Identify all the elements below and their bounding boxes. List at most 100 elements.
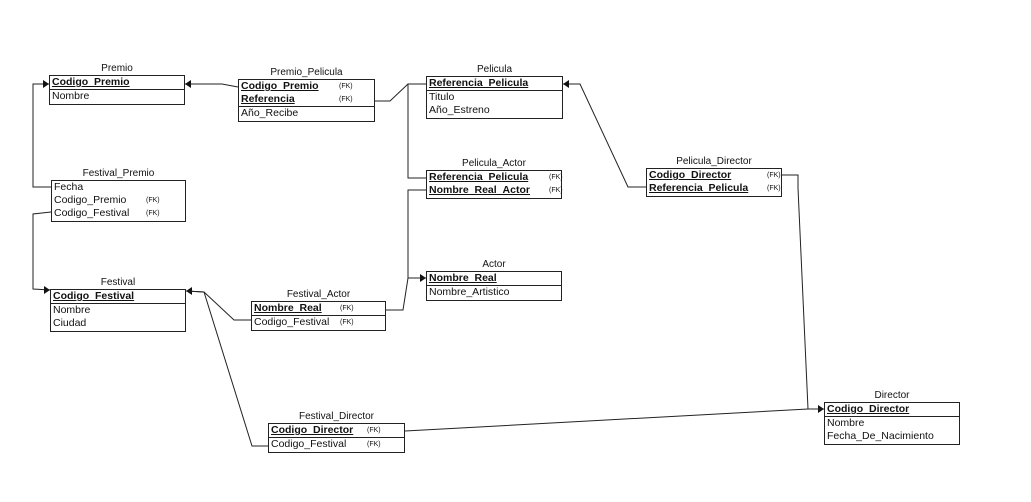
primary-key-attribute: Referencia_Pelicula(FK) bbox=[647, 182, 781, 195]
entity-title: Pelicula_Director bbox=[676, 156, 752, 167]
primary-key-attribute: Referencia_Pelicula bbox=[427, 77, 562, 91]
attribute-name: Nombre_Real_Actor bbox=[429, 184, 530, 196]
attribute-name: Nombre_Artistico bbox=[429, 286, 510, 298]
relationship-pelicula-actor-to-pelicula bbox=[407, 83, 426, 179]
attribute: Codigo_Festival(FK) bbox=[252, 316, 385, 329]
relationship-premio-pelicula-to-pelicula bbox=[375, 83, 426, 102]
entity-title: Premio_Pelicula bbox=[270, 67, 343, 78]
entity-title: Festival bbox=[100, 277, 136, 288]
relationship-line bbox=[563, 83, 646, 188]
primary-key-attribute: Nombre_Real (FK) bbox=[252, 302, 385, 316]
fk-marker: (FK) bbox=[367, 441, 381, 448]
entity-title: Director bbox=[874, 390, 910, 401]
relationship-line bbox=[375, 83, 426, 102]
entity-title: Premio bbox=[101, 63, 133, 74]
attribute-name: Nombre bbox=[827, 417, 865, 429]
primary-key-attribute: Codigo_Festival bbox=[51, 290, 185, 304]
fk-marker: (FK) bbox=[146, 210, 160, 217]
primary-key-attribute: Codigo_Director bbox=[825, 403, 959, 417]
entity-title: Festival_Director bbox=[298, 411, 375, 422]
attribute: Ciudad bbox=[51, 317, 185, 330]
attribute-name: Codigo_Director bbox=[649, 169, 732, 181]
attribute-name: Nombre bbox=[53, 304, 91, 316]
primary-key-attribute: Nombre_Real bbox=[427, 272, 561, 286]
entity-title: Festival_Actor bbox=[286, 289, 351, 300]
entity-title: Actor bbox=[482, 259, 506, 270]
attribute: Codigo_Festival (FK) bbox=[52, 207, 185, 220]
primary-key-attribute: Nombre_Real_Actor (FK) bbox=[427, 184, 563, 197]
relationship-line bbox=[185, 290, 251, 321]
relationship-festival-premio-to-festival bbox=[32, 211, 52, 294]
fk-marker: (FK) bbox=[549, 187, 563, 194]
entity-box: Codigo_Director (FK) Referencia_Pelicula(F… bbox=[646, 168, 782, 197]
attribute-name: Año_Estreno bbox=[429, 104, 490, 116]
arrowhead-icon bbox=[185, 80, 191, 88]
relationship-line bbox=[386, 277, 426, 311]
attribute-name: Codigo_Festival bbox=[53, 290, 135, 302]
relationship-pelicula-actor-to-actor bbox=[407, 189, 426, 279]
attribute: Fecha_De_Nacimiento bbox=[825, 430, 959, 443]
fk-marker: (FK) bbox=[339, 83, 353, 90]
relationship-festival-actor-to-actor bbox=[386, 274, 426, 311]
attribute-name: Codigo_Premio bbox=[241, 80, 319, 92]
relationship-line bbox=[32, 211, 52, 291]
relationship-line bbox=[185, 290, 268, 447]
entity-box: Referencia_Pelicula(FK)Nombre_Real_Actor… bbox=[426, 170, 563, 199]
attribute-name: Nombre bbox=[52, 90, 90, 102]
attribute: Nombre bbox=[50, 90, 184, 103]
relationship-line bbox=[782, 174, 824, 410]
relationship-line bbox=[407, 83, 426, 179]
attribute-name: Referencia_Pelicula bbox=[649, 182, 749, 194]
arrowhead-icon bbox=[43, 80, 49, 88]
attribute: Codigo_Festival(FK) bbox=[269, 438, 404, 451]
fk-marker: (FK) bbox=[340, 305, 354, 312]
attribute-name: Codigo_Festival bbox=[54, 207, 130, 219]
attribute-name: Codigo_Director bbox=[827, 403, 910, 415]
attribute-name: Fecha bbox=[54, 181, 84, 193]
attribute-name: Titulo bbox=[429, 91, 455, 103]
fk-marker: (FK) bbox=[767, 172, 781, 179]
entity-box: Codigo_Premio (FK) Referencia(FK)Año_Recib… bbox=[238, 79, 375, 122]
attribute: Fecha bbox=[52, 181, 185, 194]
relationship-premio-pelicula-to-premio bbox=[185, 80, 239, 88]
attribute-name: Codigo_Director bbox=[271, 424, 354, 436]
relationship-line bbox=[185, 83, 239, 88]
attribute-name: Fecha_De_Nacimiento bbox=[827, 430, 934, 442]
attribute: Nombre bbox=[825, 417, 959, 430]
fk-marker: (FK) bbox=[146, 197, 160, 204]
relationship-festival-premio-to-premio bbox=[32, 80, 51, 188]
primary-key-attribute: Codigo_Director (FK) bbox=[647, 169, 781, 182]
attribute: Año_Recibe bbox=[239, 107, 374, 120]
primary-key-attribute: Referencia(FK) bbox=[239, 93, 374, 107]
relationship-pelicula-director-to-director bbox=[782, 174, 824, 410]
attribute-name: Codigo_Premio bbox=[54, 194, 127, 206]
attribute-name: Referencia_Pelicula bbox=[429, 77, 529, 89]
attribute-name: Nombre_Real bbox=[254, 302, 322, 314]
entity-title: Pelicula bbox=[476, 64, 513, 75]
entity-box: Nombre_Real(FK)Codigo_Festival(FK) bbox=[251, 301, 386, 331]
attribute-name: Año_Recibe bbox=[241, 107, 299, 119]
attribute-name: Codigo_Premio bbox=[52, 76, 130, 88]
attribute: Nombre bbox=[51, 304, 185, 317]
entity-box: Codigo_Director (FK)Codigo_Festival(FK) bbox=[268, 423, 405, 453]
attribute: Codigo_Premio (FK) bbox=[52, 194, 185, 207]
relationship-festival-director-to-director bbox=[404, 405, 824, 432]
fk-marker: (FK) bbox=[340, 319, 354, 326]
